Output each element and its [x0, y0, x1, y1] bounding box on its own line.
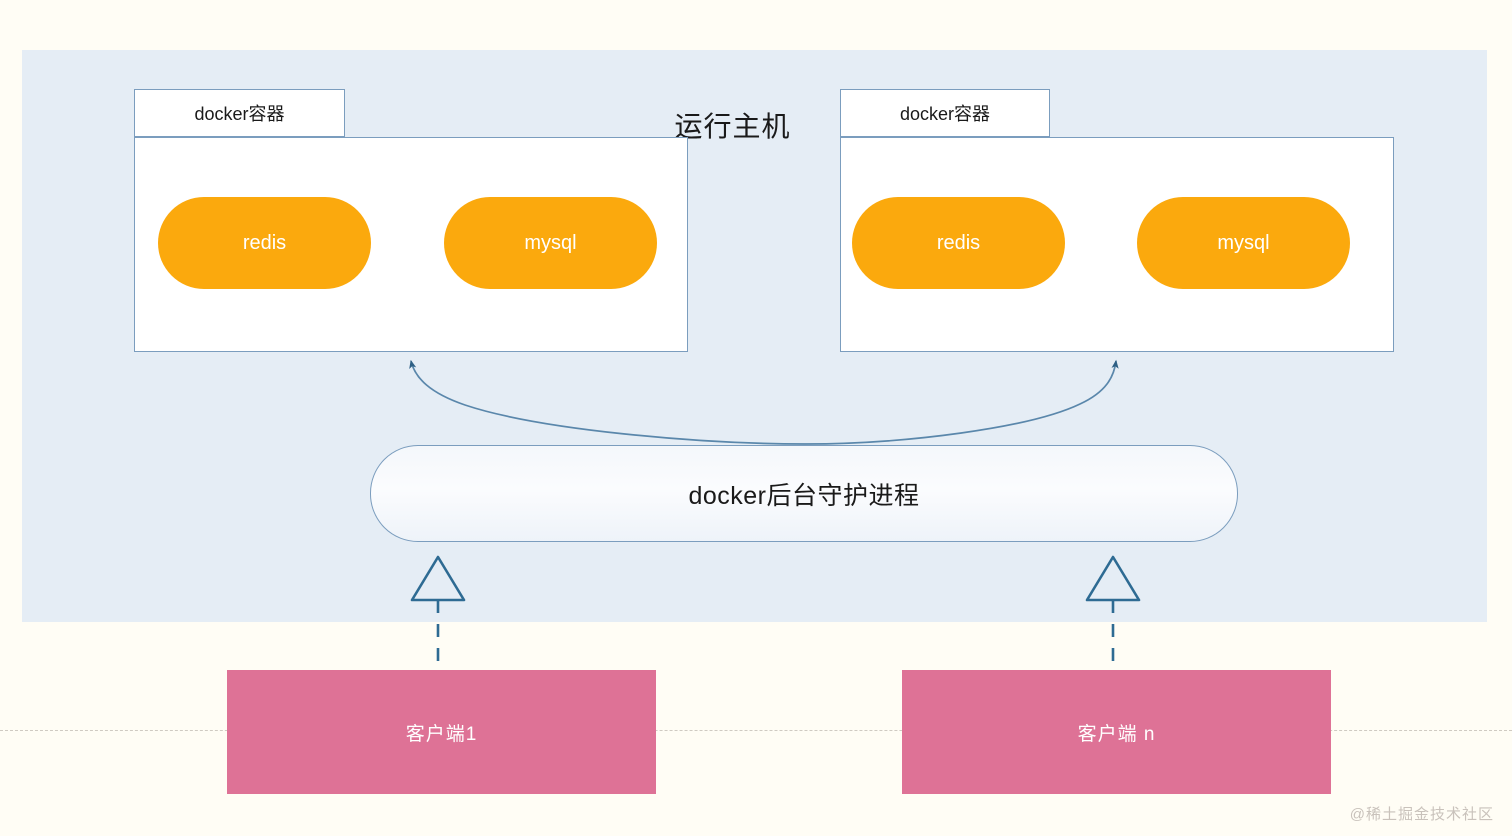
- docker-daemon-box[interactable]: docker后台守护进程: [370, 445, 1238, 542]
- watermark: @稀土掘金技术社区: [1349, 806, 1494, 823]
- service-pill-redis-left[interactable]: redis: [158, 197, 371, 289]
- service-pill-redis-right[interactable]: redis: [852, 197, 1065, 289]
- client-box-n[interactable]: 客户端 n: [902, 670, 1331, 794]
- client-box-1[interactable]: 客户端1: [227, 670, 656, 794]
- docker-container-right-tab-label: docker容器: [840, 89, 1050, 137]
- service-pill-mysql-left[interactable]: mysql: [444, 197, 657, 289]
- docker-container-left-tab-label: docker容器: [134, 89, 345, 137]
- host-machine-title: 运行主机: [674, 111, 791, 142]
- guide-line: [0, 730, 1512, 731]
- service-pill-mysql-right[interactable]: mysql: [1137, 197, 1350, 289]
